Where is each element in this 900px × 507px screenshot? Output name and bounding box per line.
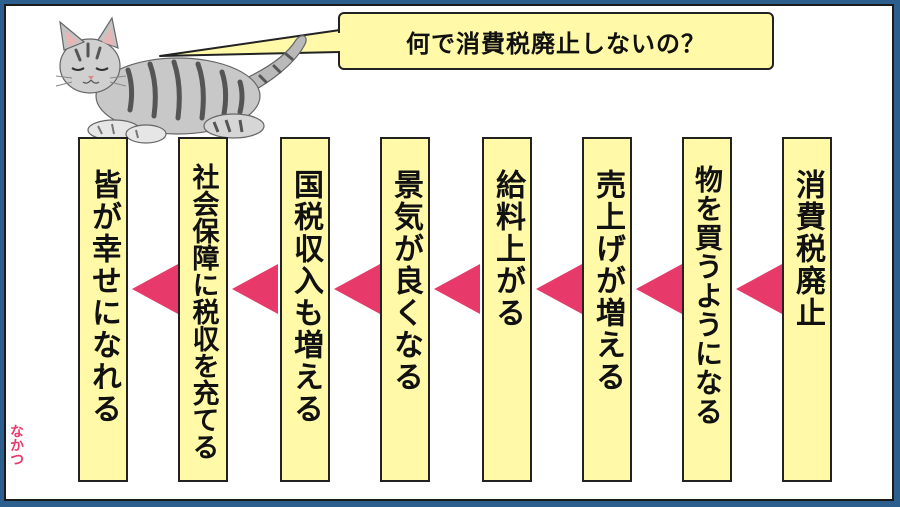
step-label-6: 国税収入も増える — [288, 169, 323, 425]
step-label-2: 物を買うようになる — [691, 165, 724, 426]
sleeping-cat-icon — [55, 16, 307, 144]
arrow-left-icon — [636, 264, 682, 314]
author-credit: なかつ — [8, 424, 24, 466]
speech-bubble: 何で消費税廃止しないの？ — [338, 12, 774, 70]
step-box-3: 売上げが増える — [582, 137, 632, 482]
step-box-1: 消費税廃止 — [782, 137, 832, 482]
step-box-7: 社会保障に税収を充てる — [178, 137, 228, 482]
step-box-8: 皆が幸せになれる — [78, 137, 128, 482]
step-label-1: 消費税廃止 — [790, 169, 825, 329]
arrow-left-icon — [736, 264, 782, 314]
arrow-left-icon — [434, 264, 480, 314]
arrow-left-icon — [232, 264, 278, 314]
question-text: 何で消費税廃止しないの？ — [406, 29, 706, 58]
step-label-7: 社会保障に税収を充てる — [187, 163, 219, 460]
step-label-4: 給料上がる — [490, 169, 525, 329]
step-box-6: 国税収入も増える — [280, 137, 330, 482]
step-label-8: 皆が幸せになれる — [86, 169, 121, 425]
arrow-left-icon — [334, 264, 380, 314]
arrow-left-icon — [132, 264, 178, 314]
arrow-left-icon — [536, 264, 582, 314]
step-label-5: 景気が良くなる — [388, 169, 423, 393]
step-label-3: 売上げが増える — [590, 169, 625, 393]
step-box-5: 景気が良くなる — [380, 137, 430, 482]
cat-illustration — [55, 16, 307, 144]
step-box-4: 給料上がる — [482, 137, 532, 482]
step-box-2: 物を買うようになる — [682, 137, 732, 482]
